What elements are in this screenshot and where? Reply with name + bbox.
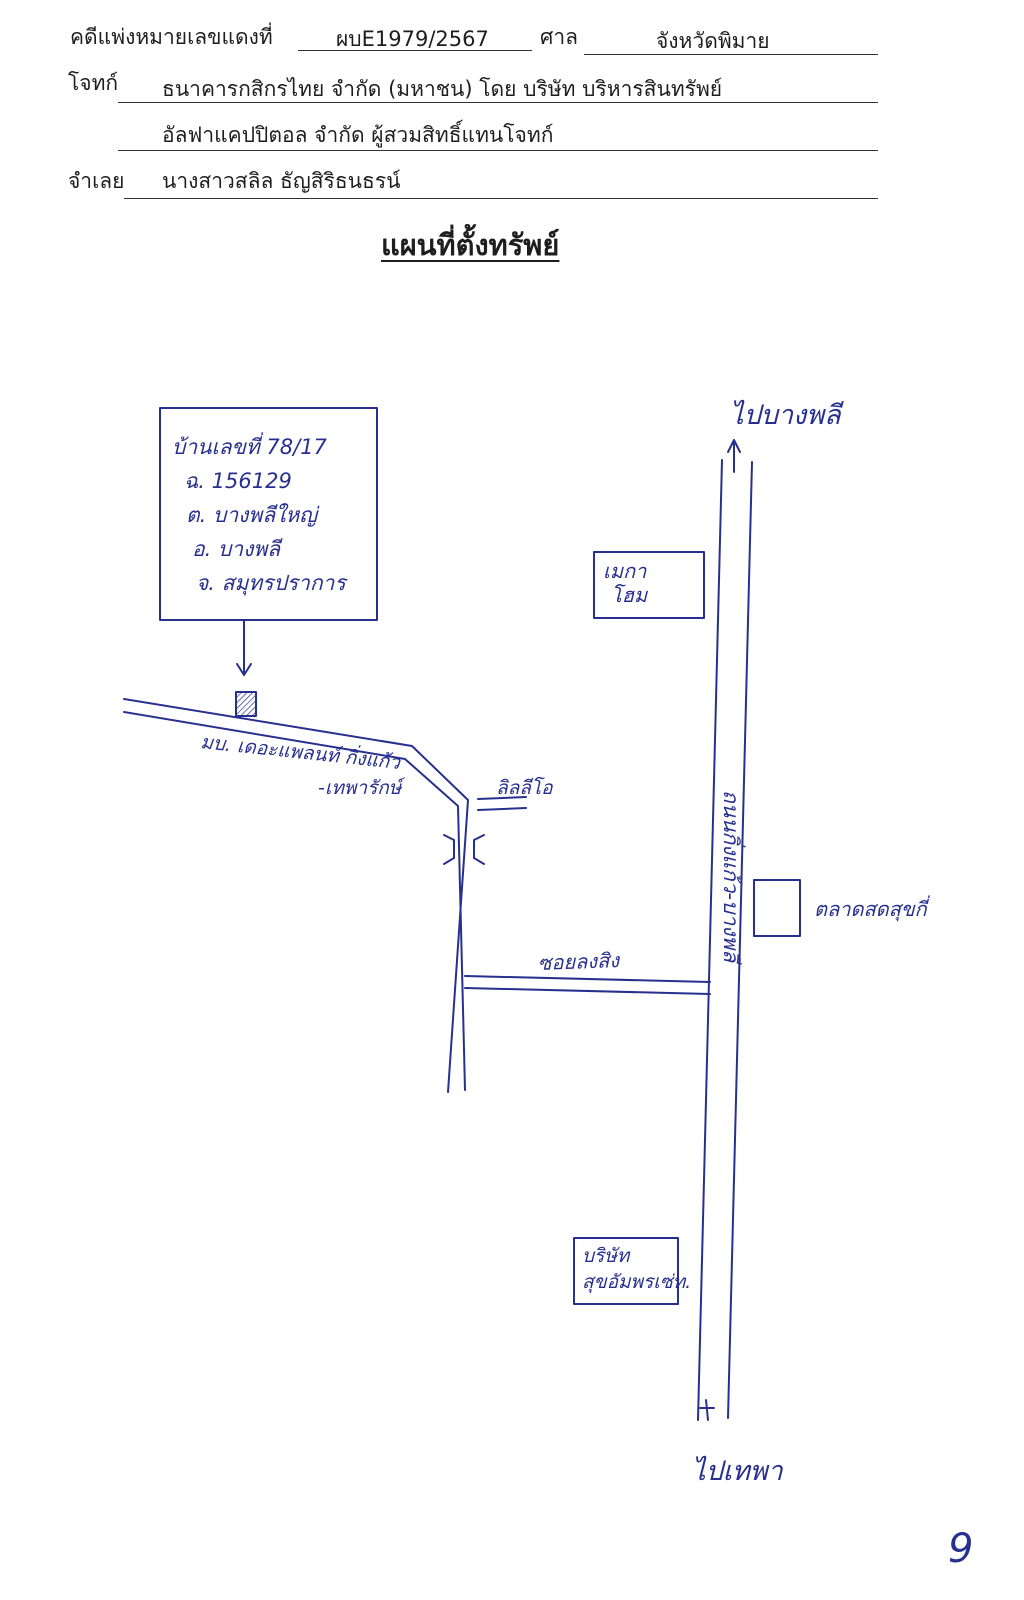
map-title: แผนที่ตั้งทรัพย์ (381, 228, 560, 262)
property-address-line-1: บ้านเลขที่ 78/17 (172, 432, 328, 459)
main-road-left-edge (697, 459, 723, 1421)
plaintiff-value-2: อัลฟาแคปปิตอล จำกัด ผู้สวมสิทธิ์แทนโจทก์ (162, 123, 554, 147)
case-number-line (298, 50, 532, 51)
village-label-1: มบ. เดอะแพลนท์ กิ่งแก้ว (199, 728, 402, 774)
court-line (584, 54, 878, 55)
property-pointer-arrowhead (236, 663, 252, 676)
defendant-value: นางสาวสลิล ธัญสิริธนธรน์ (162, 169, 401, 193)
property-province: จ. สมุทรปราการ (196, 571, 348, 596)
shop-lane-top (477, 796, 527, 800)
court-value: จังหวัดพิมาย (656, 29, 770, 53)
village-label-2: -เทพารักษ์ (318, 777, 406, 799)
company-label-1: บริษัท (582, 1245, 631, 1267)
property-district: อ. บางพลี (192, 537, 283, 561)
village-road-edge (123, 711, 466, 1091)
mega-home-label-2: โฮม (611, 583, 649, 607)
page-mark: 9 (948, 1526, 973, 1572)
property-subdistrict: ต. บางพลีใหญ่ (186, 503, 320, 527)
case-number-value: ผบE1979/2567 (336, 27, 489, 51)
soi-road-top (464, 975, 711, 983)
mega-home-label-1: เมกา (603, 559, 647, 583)
plaintiff-value-1: ธนาคารกสิกรไทย จำกัด (มหาชน) โดย บริษัท … (162, 77, 723, 101)
shop-label: ลิลลีโอ (496, 776, 554, 799)
defendant-label: จำเลย (68, 169, 125, 193)
soi-road-bottom (464, 987, 711, 995)
village-road (123, 698, 469, 1093)
mega-home-box (593, 551, 705, 619)
court-label: ศาล (540, 25, 578, 49)
property-marker (235, 691, 257, 717)
main-road-label: ถนนกิ่งแก้ว-บางพลี (719, 790, 746, 965)
market-label: ตลาดสดสุขกี่ (814, 895, 931, 922)
company-label-2: สุขอัมพรเซ่ท. (582, 1271, 691, 1293)
property-title-deed: ฉ. 156129 (184, 469, 292, 493)
plaintiff-label: โจทก์ (68, 71, 119, 95)
company-box (573, 1237, 679, 1305)
bridge-right-mark (473, 834, 485, 865)
main-road-right-edge (727, 461, 753, 1419)
soi-label: ซอยลงสิง (537, 948, 620, 975)
market-box (753, 879, 801, 937)
to-south-label: ไปเทพา (692, 1455, 784, 1487)
south-end-mark (699, 1399, 715, 1421)
to-bang-phli-label: ไปบางพลี (730, 399, 845, 431)
bridge-left-mark (443, 834, 455, 865)
shop-lane-bottom (477, 807, 527, 811)
case-number-label: คดีแพ่งหมายเลขแดงที่ (70, 25, 273, 49)
plaintiff-line-2 (118, 150, 878, 151)
plaintiff-line-1 (118, 102, 878, 103)
north-arrow (727, 439, 741, 473)
defendant-line (124, 198, 878, 199)
property-info-box (159, 407, 378, 621)
